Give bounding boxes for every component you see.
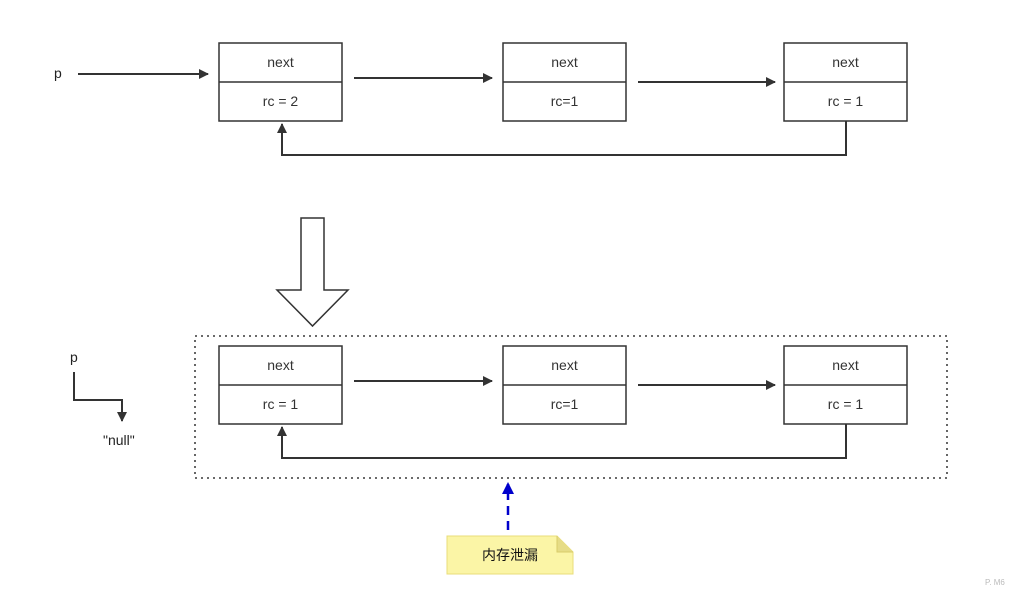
corner-watermark: P. M6 — [985, 578, 1005, 587]
leaked-group-border — [194, 335, 948, 479]
top-node-1-next: next — [267, 54, 294, 70]
memory-leak-note-text: 内存泄漏 — [482, 548, 538, 564]
bottom-node-1-next: next — [267, 357, 294, 373]
bottom-pointer-arrow — [73, 372, 127, 422]
bottom-node-1: next rc = 1 — [218, 345, 343, 425]
top-node-1: next rc = 2 — [218, 42, 343, 122]
bottom-back-link — [277, 424, 847, 459]
bottom-node-3: next rc = 1 — [783, 345, 908, 425]
bottom-node-3-rc: rc = 1 — [828, 396, 864, 412]
transition-down-arrow — [275, 217, 350, 328]
bottom-node-2-rc: rc=1 — [551, 396, 579, 412]
memory-leak-note: 内存泄漏 — [446, 535, 574, 575]
top-node-3: next rc = 1 — [783, 42, 908, 122]
bottom-node-1-rc: rc = 1 — [263, 396, 299, 412]
top-node-1-rc: rc = 2 — [263, 93, 299, 109]
top-node-3-rc: rc = 1 — [828, 93, 864, 109]
top-node-2: next rc=1 — [502, 42, 627, 122]
top-node-2-rc: rc=1 — [551, 93, 579, 109]
top-back-link — [277, 121, 847, 156]
null-label: "null" — [103, 432, 135, 448]
top-pointer-label: p — [54, 65, 62, 81]
top-node-3-next: next — [832, 54, 859, 70]
bottom-pointer-label: p — [70, 349, 78, 365]
bottom-node-3-next: next — [832, 357, 859, 373]
bottom-node-2-next: next — [551, 357, 578, 373]
top-node-2-next: next — [551, 54, 578, 70]
bottom-node-2: next rc=1 — [502, 345, 627, 425]
